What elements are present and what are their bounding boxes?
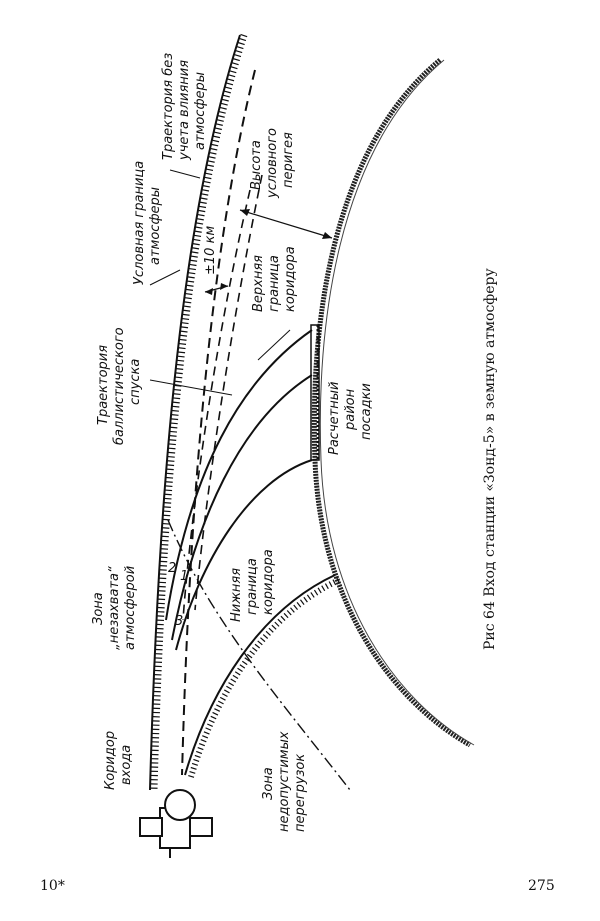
overload-zone-line [167,519,351,791]
label-lower-corridor-1: Нижняя [229,568,244,622]
perigee-arrow-head-1 [240,209,250,216]
bracket-head-2 [220,283,228,290]
zond5-spacecraft-icon [139,789,213,858]
label-perigee-height-2: условного [265,128,280,199]
label-overload-zone-2: недопустимых [277,731,292,832]
inner-curve [175,459,313,651]
lower-corridor-boundary [184,574,336,776]
ballistic-curve [171,374,313,641]
perigee-height-arrow [239,209,333,239]
perigee-arrow-head-2 [322,232,332,239]
leader-trajectory [169,169,201,179]
label-atmosphere-boundary-2: атмосферы [148,187,163,265]
label-trajectory-no-atmosphere-2: учета влияния [177,60,192,161]
figure-caption: Рис 64 Вход станции «Зонд-5» в земную ат… [482,268,498,650]
leader-ballistic [149,379,233,396]
label-ballistic-trajectory-3: спуска [128,359,143,405]
label-trajectory-no-atmosphere-1: Траектория без [161,53,176,160]
label-landing-area-3: посадки [359,383,374,440]
label-lower-corridor-3: коридора [261,549,276,615]
earth-surface [311,58,472,748]
label-perigee-height-1: Высота [249,140,264,190]
atmosphere-boundary-hatching [150,33,248,791]
trajectory-no-atmosphere [181,69,256,776]
label-upper-corridor-3: коридора [283,246,298,312]
label-overload-zone-1: Зона [261,767,276,800]
label-atmosphere-boundary-1: Условная граница [132,161,147,285]
atmosphere-boundary [149,34,241,791]
page-number: 275 [528,878,555,894]
marker-2: 2 [168,561,176,576]
marker-1: 1 [180,569,188,584]
label-ballistic-trajectory-1: Траектория [96,345,111,425]
upper-corridor-curve [165,329,313,621]
label-landing-area-1: Расчетный [327,382,342,455]
lower-corridor-hatching [188,577,341,778]
label-upper-corridor-2: граница [267,255,282,312]
label-perigee-height-3: перигея [281,132,296,188]
trajectory-dashed-1 [194,174,263,611]
leader-upper [257,329,291,361]
leader-atmosphere [149,269,181,286]
marker-3: 3 [175,614,183,629]
earth-surface-inner [319,59,475,746]
label-capture-zone-2: „незахвата“ [107,566,122,650]
label-ballistic-trajectory-2: баллистического [112,327,127,445]
label-entry-corridor-2: входа [119,745,134,785]
page-footer-left: 10* [40,878,65,894]
label-lower-corridor-2: граница [245,558,260,615]
label-capture-zone-3: атмосферой [123,566,138,650]
bracket-head-1 [205,288,213,295]
label-trajectory-no-atmosphere-3: атмосферы [193,72,208,150]
label-entry-corridor-1: Коридор [103,731,118,790]
label-plus-minus-10km: ±10 км [203,226,218,275]
landing-area-strip [310,324,320,461]
label-overload-zone-3: перегрузок [293,754,308,832]
label-landing-area-2: район [343,388,358,431]
label-capture-zone-1: Зона [91,592,106,625]
label-upper-corridor-1: Верхняя [251,255,266,312]
